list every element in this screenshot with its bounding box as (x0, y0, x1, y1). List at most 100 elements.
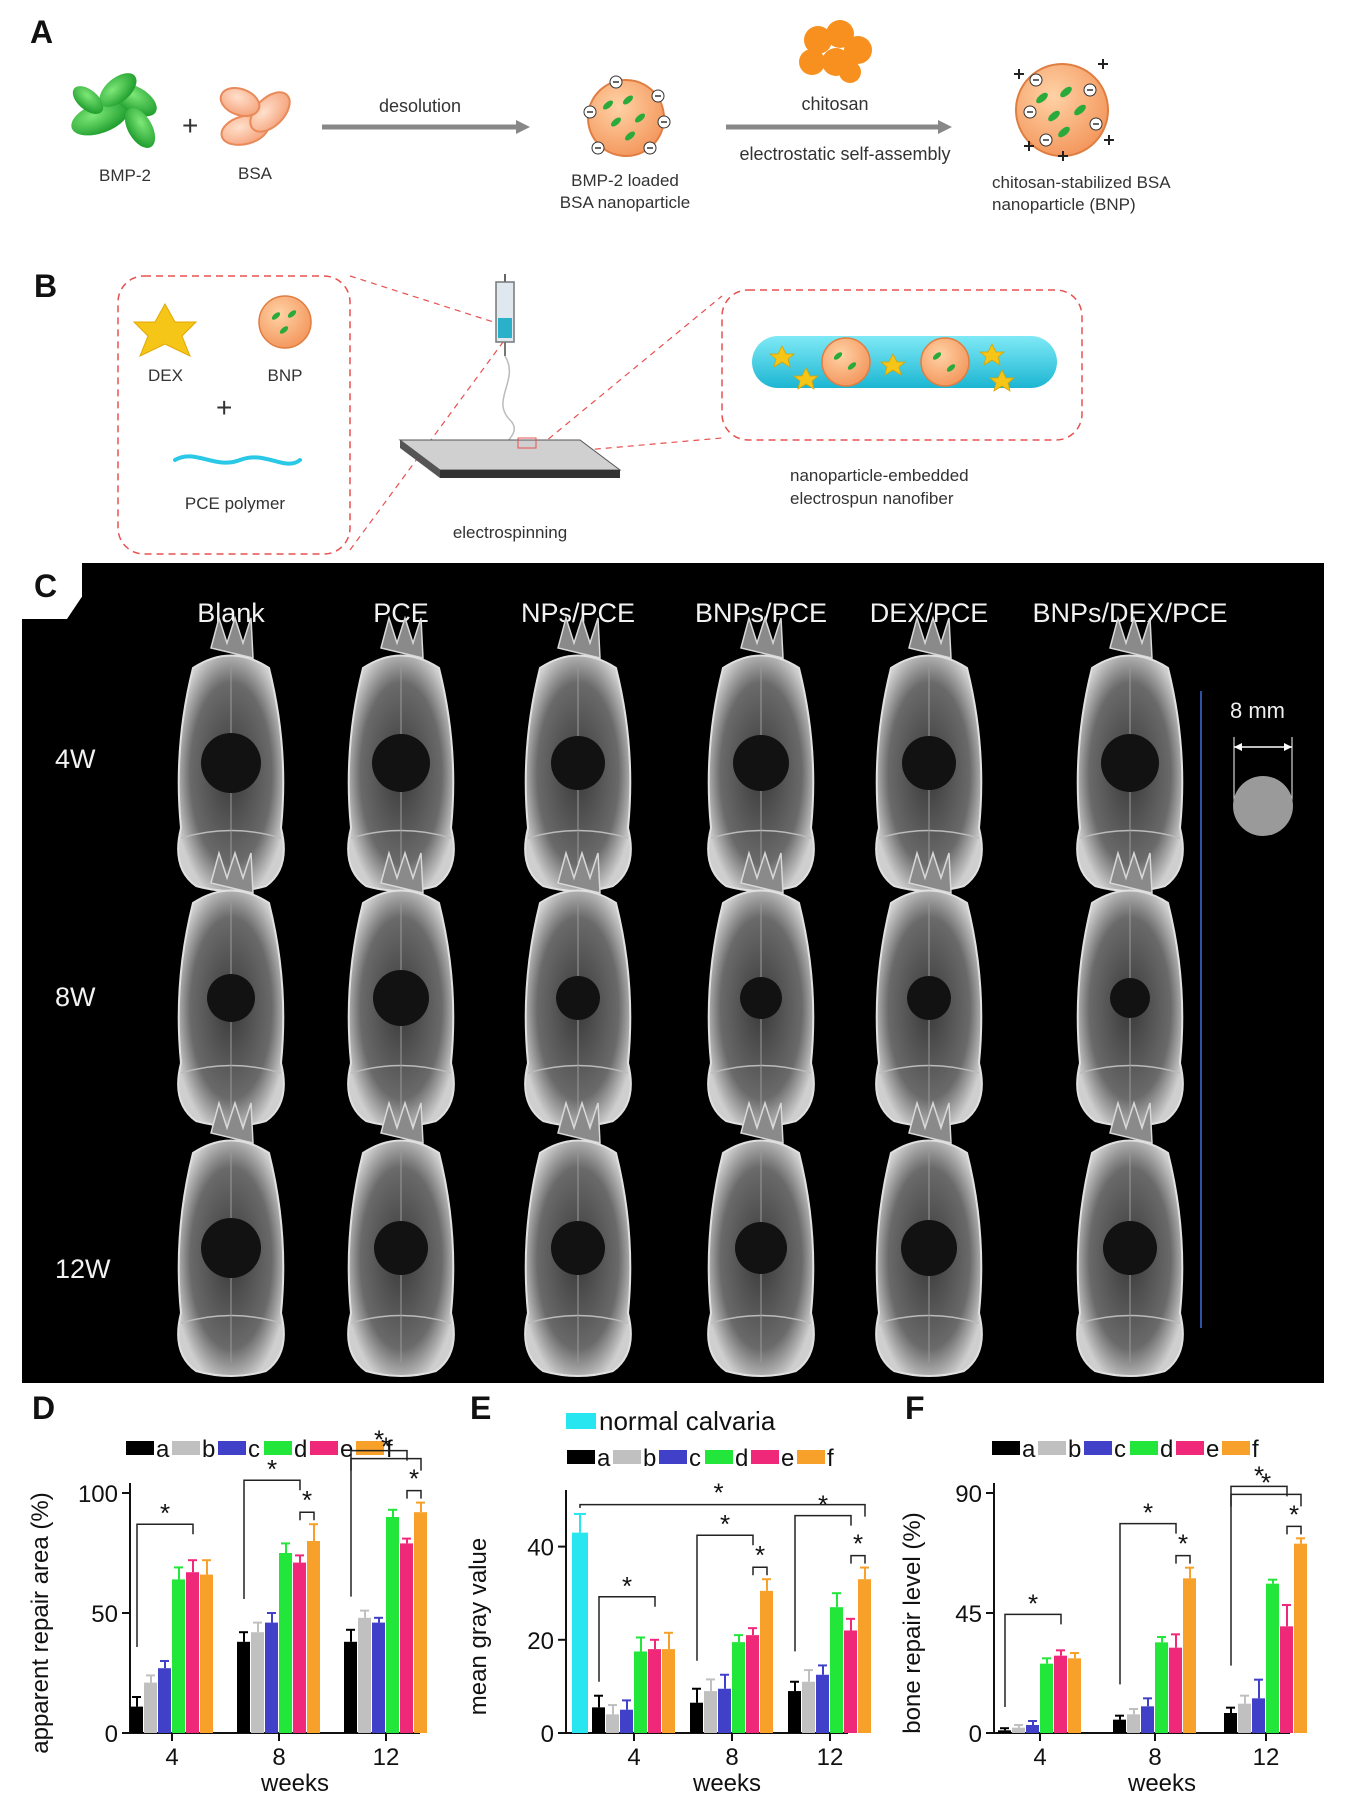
desolvation-label: desolution (378, 96, 462, 116)
significance-bracket (1119, 1522, 1177, 1685)
bar-E-d-4 (634, 1651, 647, 1733)
legend-swatch-d (1130, 1441, 1158, 1455)
x-axis-label-D: weeks (260, 1770, 329, 1795)
skull-image-1-0 (177, 850, 285, 1127)
bar-E-f-4 (662, 1649, 675, 1733)
arrow-self-assembly-icon (726, 120, 952, 134)
significance-bracket (136, 1523, 194, 1647)
bar-F-a-4 (998, 1730, 1011, 1733)
legend-label-a: a (1022, 1436, 1036, 1463)
significance-star: * (1261, 1467, 1271, 1497)
y-tick-label: 90 (955, 1481, 982, 1508)
legend-swatch-c (218, 1441, 246, 1455)
bar-D-f-8 (307, 1541, 320, 1733)
skull-image-2-4 (875, 1100, 983, 1377)
legend-label-f: f (827, 1445, 834, 1472)
skull-image-2-3 (707, 1100, 815, 1377)
skull-image-2-0 (177, 1100, 285, 1377)
col-head-dex-pce: DEX/PCE (869, 598, 989, 628)
legend-swatch-d (705, 1450, 733, 1464)
significance-bracket (1230, 1485, 1288, 1666)
significance-star: * (1178, 1529, 1188, 1559)
loaded-line-2: BSA nanoparticle (559, 193, 691, 212)
legend-label-b: b (643, 1445, 656, 1472)
bar-E-a-12 (788, 1691, 801, 1733)
skull-image-0-4 (875, 615, 983, 892)
bar-F-d-8 (1155, 1642, 1168, 1733)
skull-image-0-1 (347, 615, 455, 892)
bar-E-e-4 (648, 1649, 661, 1733)
panel-b-letter: B (34, 268, 58, 304)
bar-D-d-8 (279, 1553, 292, 1733)
scale-label: 8 mm (1230, 698, 1285, 723)
bar-F-c-12 (1252, 1698, 1265, 1733)
ingredients-box (117, 275, 351, 555)
legend-label-normal: normal calvaria (599, 1406, 776, 1436)
significance-star: * (160, 1498, 170, 1528)
col-head-bnps-dex-pce: BNPs/DEX/PCE (1032, 598, 1228, 628)
col-head-nps-pce: NPs/PCE (520, 598, 636, 628)
legend-swatch-e (310, 1441, 338, 1455)
bnp-b-label: BNP (267, 366, 303, 385)
row-head-4w: 4W (55, 744, 96, 774)
legend-swatch-f (797, 1450, 825, 1464)
skull-image-1-5 (1076, 850, 1184, 1127)
legend-label-f: f (1252, 1436, 1259, 1463)
chitosan-label: chitosan (801, 94, 869, 114)
bar-D-f-12 (414, 1512, 427, 1733)
panel-d-letter: D (32, 1390, 56, 1426)
self-assembly-label: electrostatic self-assembly (739, 144, 951, 164)
bar-E-e-12 (844, 1630, 857, 1733)
pce-polymer-label: PCE polymer (184, 494, 286, 513)
y-tick-label: 0 (541, 1721, 554, 1748)
y-tick-label: 40 (527, 1535, 554, 1562)
legend-label-b: b (1068, 1436, 1081, 1463)
legend-label-f: f (386, 1436, 393, 1463)
arrow-desolvation-icon (322, 120, 530, 134)
loaded-nanoparticle-label: BMP-2 loaded BSA nanoparticle (520, 170, 730, 214)
legend-swatch-a (992, 1441, 1020, 1455)
bar-E-c-4 (620, 1709, 633, 1733)
legend-swatch-f (1222, 1441, 1250, 1455)
plus-sign-a: + (182, 110, 199, 141)
y-tick-label: 20 (527, 1628, 554, 1655)
x-tick-label: 4 (1033, 1744, 1046, 1771)
bar-D-a-12 (344, 1641, 357, 1733)
bar-F-e-12 (1280, 1626, 1293, 1733)
x-tick-label: 8 (1148, 1744, 1161, 1771)
significance-bracket (299, 1511, 315, 1521)
nanofiber-line-1: nanoparticle-embedded (790, 466, 969, 485)
bar-F-e-4 (1054, 1655, 1067, 1733)
bar-D-b-8 (251, 1632, 264, 1733)
y-axis-label-F: bone repair level (%) (899, 1512, 926, 1733)
legend-label-e: e (1206, 1436, 1219, 1463)
col-head-blank: Blank (197, 598, 265, 628)
significance-bracket (350, 1457, 422, 1471)
skull-image-1-4 (875, 850, 983, 1127)
significance-bracket (350, 1449, 408, 1597)
y-tick-label: 0 (969, 1721, 982, 1748)
significance-star: * (1289, 1499, 1299, 1529)
significance-bracket (406, 1489, 422, 1499)
bar-F-b-4 (1012, 1727, 1025, 1733)
significance-star: * (713, 1478, 723, 1508)
loaded-line-1: BMP-2 loaded (571, 171, 679, 190)
significance-star: * (302, 1485, 312, 1515)
bar-F-b-8 (1127, 1714, 1140, 1733)
significance-star: * (720, 1509, 730, 1539)
collector-plate-icon (398, 437, 622, 478)
significance-bracket (850, 1554, 866, 1564)
legend-label-a: a (597, 1445, 611, 1472)
bar-D-d-4 (172, 1579, 185, 1733)
x-tick-label: 12 (1253, 1744, 1280, 1771)
significance-star: * (1028, 1588, 1038, 1618)
legend-label-d: d (1160, 1436, 1173, 1463)
panel-f-letter: F (905, 1390, 925, 1426)
bar-E-f-12 (858, 1579, 871, 1733)
legend-swatch-a (126, 1441, 154, 1455)
bar-F-b-12 (1238, 1703, 1251, 1733)
x-tick-label: 4 (165, 1744, 178, 1771)
significance-bracket (1286, 1525, 1302, 1535)
skull-images (177, 615, 1293, 1377)
